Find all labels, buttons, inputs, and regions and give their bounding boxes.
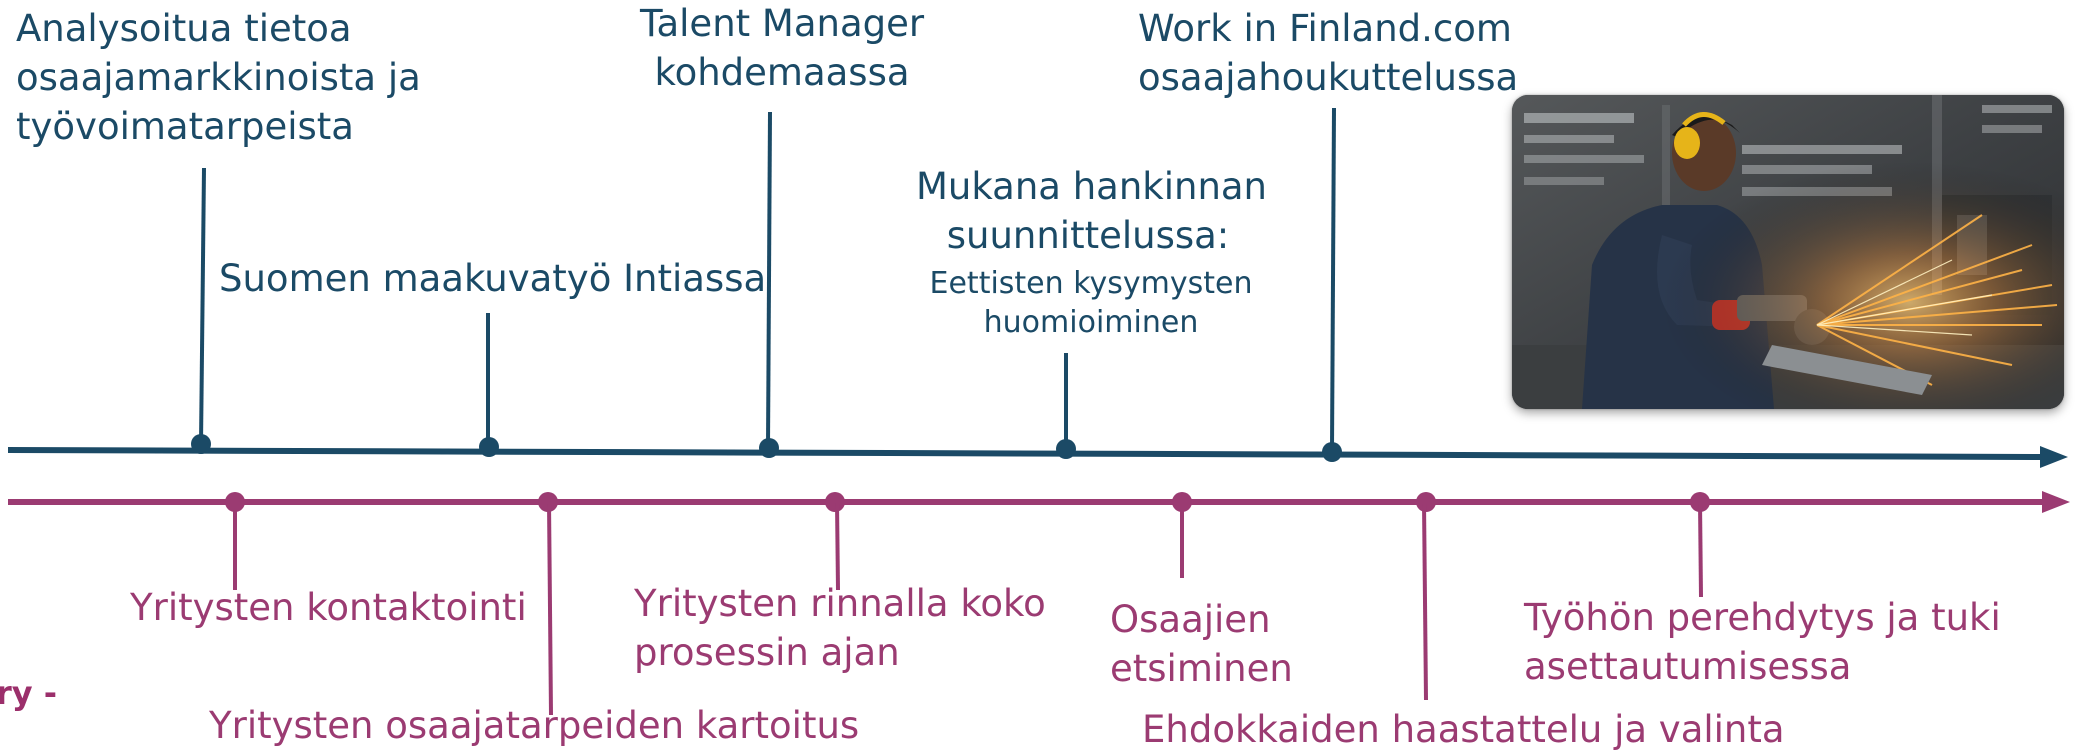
bottom-label-2-line-1: Yritysten osaajatarpeiden kartoitus [209, 704, 860, 747]
bottom-label-2: Yritysten osaajatarpeiden kartoitus [209, 702, 859, 751]
welder-with-sparks-photo [1512, 95, 2064, 409]
top-label-1-line-3: työvoimatarpeista [16, 104, 354, 148]
top-connector-5 [1330, 107, 1336, 450]
top-connector-1 [199, 167, 206, 445]
bottom-label-6-line-1: Työhön perehdytys ja tuki [1524, 596, 2001, 639]
bottom-connector-3 [835, 501, 840, 591]
bottom-track-arrowhead [2042, 491, 2070, 513]
top-label-4-heading-line-2: suunnittelussa: [946, 213, 1230, 257]
bottom-label-4-line-2: etsiminen [1110, 646, 1293, 690]
top-marker-2 [479, 437, 499, 457]
top-label-1-line-1: Analysoitua tietoa [16, 7, 352, 50]
top-marker-3 [759, 438, 779, 458]
top-label-1: Analysoitua tietoa osaajamarkkinoista ja… [16, 5, 421, 151]
top-label-5-line-2: osaajahoukuttelussa [1138, 55, 1519, 99]
top-marker-1 [191, 434, 211, 454]
bottom-label-1-line-1: Yritysten kontaktointi [130, 586, 527, 629]
bottom-label-3-line-2: prosessin ajan [634, 630, 900, 674]
top-label-4-detail-line-1: Eettisten kysymysten [929, 266, 1253, 301]
top-label-4-heading: Mukana hankinnan suunnittelussa: [916, 163, 1268, 261]
bottom-label-4: Osaajien etsiminen [1110, 596, 1293, 694]
top-label-2: Suomen maakuvatyö Intiassa [219, 255, 766, 304]
top-marker-4 [1056, 439, 1076, 459]
top-label-3: Talent Manager kohdemaassa [640, 0, 924, 98]
bottom-marker-2 [538, 492, 558, 512]
top-label-1-line-2: osaajamarkkinoista ja [16, 55, 421, 99]
bottom-label-4-line-1: Osaajien [1110, 598, 1271, 641]
top-label-4-detail: Eettisten kysymysten huomioiminen [916, 264, 1266, 342]
bottom-label-1: Yritysten kontaktointi [130, 584, 527, 633]
bottom-label-6-line-2: asettautumisessa [1524, 644, 1852, 688]
top-marker-5 [1322, 442, 1342, 462]
bottom-label-6: Työhön perehdytys ja tuki asettautumises… [1524, 594, 2001, 692]
top-track-arrowhead [2040, 446, 2068, 468]
top-connector-3 [766, 111, 772, 448]
top-track-line [7, 447, 2051, 460]
bottom-marker-3 [825, 492, 845, 512]
bottom-label-5: Ehdokkaiden haastattelu ja valinta [1142, 706, 1785, 755]
bottom-connector-2 [547, 501, 553, 716]
top-label-4-heading-line-1: Mukana hankinnan [916, 165, 1268, 208]
top-label-2-line-1: Suomen maakuvatyö Intiassa [219, 257, 767, 300]
bottom-label-3-line-1: Yritysten rinnalla koko [634, 582, 1046, 625]
top-label-4-detail-line-2: huomioiminen [983, 305, 1199, 340]
partial-cropped-text: ry - [0, 674, 58, 712]
top-label-3-line-2: kohdemaassa [654, 50, 910, 94]
bottom-label-5-line-1: Ehdokkaiden haastattelu ja valinta [1142, 708, 1785, 751]
top-label-5-line-1: Work in Finland.com [1138, 7, 1512, 50]
bottom-label-3: Yritysten rinnalla koko prosessin ajan [634, 580, 1046, 678]
welder-photo-illustration [1512, 95, 2064, 409]
bottom-connector-5 [1422, 501, 1428, 701]
bottom-connector-6 [1698, 501, 1703, 598]
top-label-5: Work in Finland.com osaajahoukuttelussa [1138, 5, 1518, 103]
top-label-3-line-1: Talent Manager [640, 2, 925, 45]
